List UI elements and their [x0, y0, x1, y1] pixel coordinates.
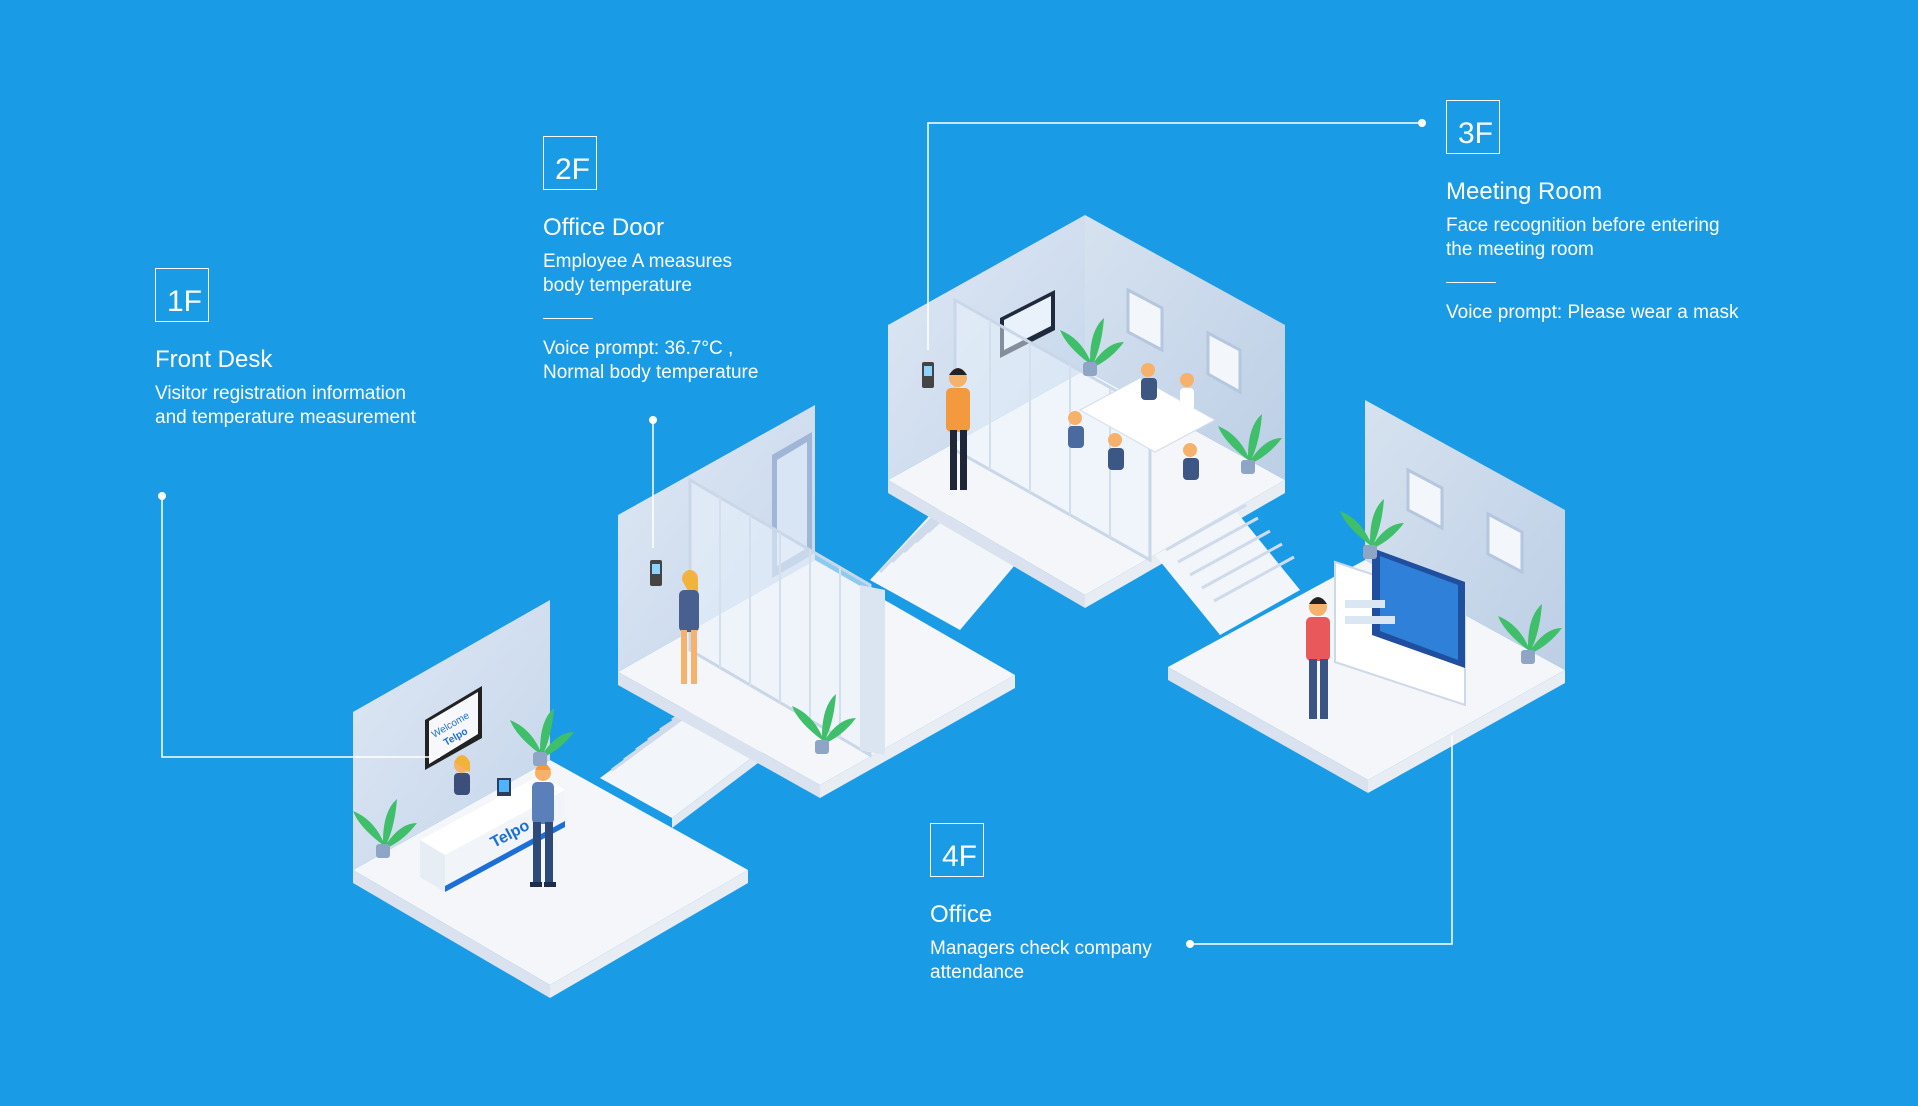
plant-icon — [510, 708, 574, 766]
floor-badge: 1F — [155, 268, 209, 322]
connector-4f — [1190, 735, 1453, 945]
floor-4-room — [1168, 400, 1565, 793]
floor-description: Employee A measures body temperature — [543, 251, 733, 296]
visitor-figure — [530, 763, 556, 887]
floor-1-callout: 1F Front Desk Visitor registration infor… — [155, 268, 416, 430]
floor-description: Face recognition before entering the mee… — [1446, 215, 1720, 260]
connector-dots — [158, 119, 1426, 948]
connector-3f — [927, 122, 1422, 350]
temperature-terminal — [650, 560, 662, 586]
floor-badge: 2F — [543, 136, 597, 190]
floor-badge: 4F — [930, 823, 984, 877]
welcome-screen: Welcome Telpo — [425, 686, 482, 770]
plant-icon — [1218, 414, 1282, 474]
floor-2-room — [618, 405, 1015, 798]
floor-title: Office Door — [543, 214, 664, 241]
voice-prompt: Voice prompt: Please wear a mask — [1446, 302, 1739, 323]
plant-icon — [353, 799, 417, 858]
plant-icon — [792, 694, 856, 754]
floor-1-room: Welcome Telpo Telpo — [353, 600, 748, 998]
floor-3-callout: 3F Meeting Room Face recognition before … — [1446, 100, 1739, 325]
voice-prompt: Voice prompt: 36.7°C , Normal body tempe… — [543, 338, 759, 383]
floor-title: Meeting Room — [1446, 178, 1603, 205]
plant-icon — [1060, 318, 1124, 376]
employee-figure — [679, 570, 699, 684]
divider — [1446, 282, 1496, 283]
plant-icon — [1498, 604, 1562, 664]
divider — [543, 318, 593, 319]
floor-description: Visitor registration information and tem… — [155, 383, 416, 428]
employee-figure — [946, 368, 970, 490]
manager-figure — [1306, 597, 1330, 719]
floor-description: Managers check company attendance — [930, 938, 1152, 983]
connector-lines — [161, 122, 1453, 945]
floor-2-callout: 2F Office Door Employee A measures body … — [543, 136, 758, 385]
floor-4-callout: 4F Office Managers check company attenda… — [930, 823, 1152, 985]
connector-1f — [161, 496, 440, 758]
receptionist-figure — [454, 755, 470, 795]
floor-title: Office — [930, 901, 993, 928]
floor-badge: 3F — [1446, 100, 1500, 154]
attendance-dashboard-screen — [1334, 548, 1466, 707]
face-recognition-terminal — [922, 362, 934, 388]
plant-icon — [1340, 499, 1404, 559]
floor-title: Front Desk — [155, 346, 273, 373]
stairs-3-4 — [1155, 503, 1300, 635]
